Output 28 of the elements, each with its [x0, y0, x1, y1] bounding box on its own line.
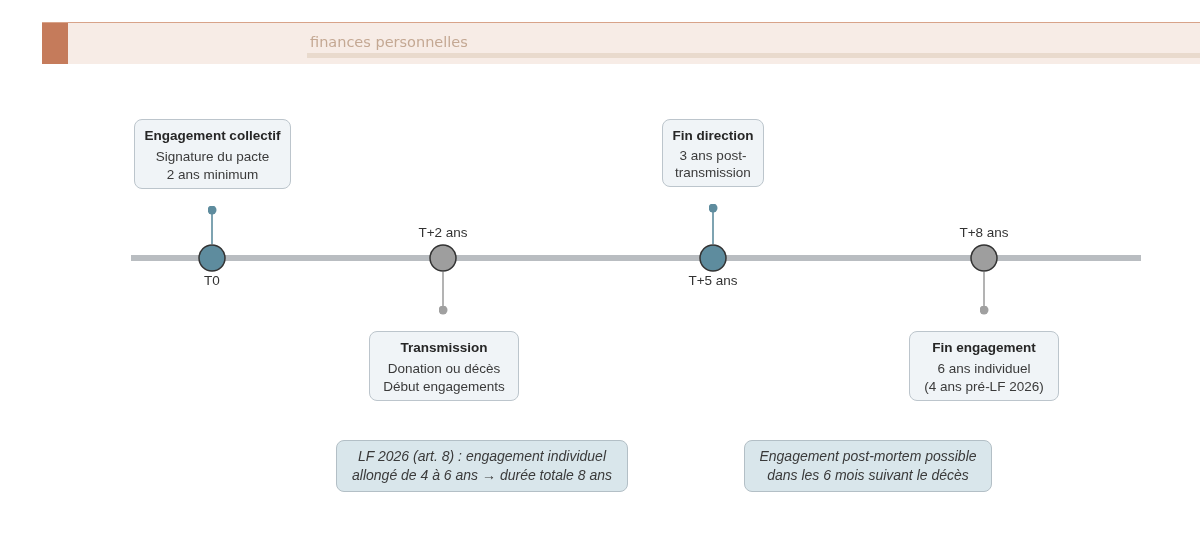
card-title: Fin engagement	[932, 339, 1036, 356]
connector-line	[207, 205, 217, 245]
time-label: T+5 ans	[688, 273, 738, 289]
connector-line	[708, 203, 718, 245]
card-text: 6 ans individuel	[937, 360, 1031, 377]
connector-line	[979, 271, 989, 315]
note-box	[336, 440, 628, 492]
time-label: T0	[204, 273, 220, 289]
event-card	[909, 331, 1059, 401]
connector-line	[438, 271, 448, 315]
card-title: Transmission	[400, 339, 488, 356]
card-text: Signature du pacte	[155, 148, 270, 165]
note-text: LF 2026 (art. 8) : engagement individuel allongé de 4 à 6 ans → durée totale 8 ans	[351, 447, 613, 485]
card-text: 3 ans post-transmission	[674, 147, 752, 181]
card-text: Début engagements	[383, 378, 505, 395]
card-title: Engagement collectif	[144, 127, 281, 144]
time-label: T+8 ans	[959, 225, 1009, 241]
card-text: Donation ou décès	[387, 360, 501, 377]
event-card	[369, 331, 519, 401]
tagline: finances personnelles	[310, 34, 468, 51]
note-text: Engagement post-mortem possible dans les 6 mois suivant le décès	[758, 447, 978, 485]
event-card	[662, 119, 764, 187]
card-text: (4 ans pré-LF 2026)	[924, 378, 1044, 395]
time-label: T+2 ans	[418, 225, 468, 241]
card-title: Fin direction	[672, 127, 754, 144]
card-text: 2 ans minimum	[166, 166, 259, 183]
note-box	[744, 440, 992, 492]
event-card	[134, 119, 291, 189]
